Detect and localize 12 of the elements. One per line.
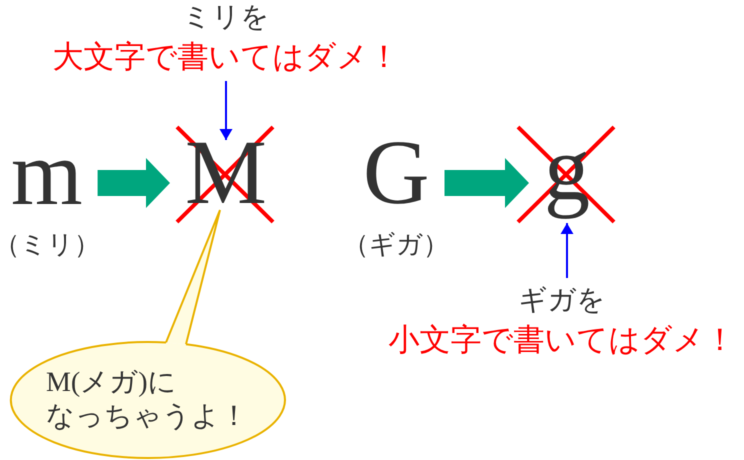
reading-label: （ミリ） bbox=[0, 229, 100, 261]
callout-text: ギガを bbox=[518, 282, 606, 318]
warning-text: 大文字で書いてはダメ！ bbox=[52, 38, 400, 77]
callout-text: ミリを bbox=[182, 0, 270, 35]
block-arrow bbox=[98, 158, 170, 208]
block-arrow bbox=[444, 158, 529, 208]
warning-text: 小文字で書いてはダメ！ bbox=[388, 321, 736, 360]
bubble-text: M(メガ)になっちゃうよ！ bbox=[46, 366, 249, 434]
arrow bbox=[560, 223, 574, 278]
prefix-letter: m bbox=[0, 163, 95, 204]
reading-label: （ギガ） bbox=[343, 229, 449, 261]
prefix-letter: G bbox=[351, 143, 442, 204]
